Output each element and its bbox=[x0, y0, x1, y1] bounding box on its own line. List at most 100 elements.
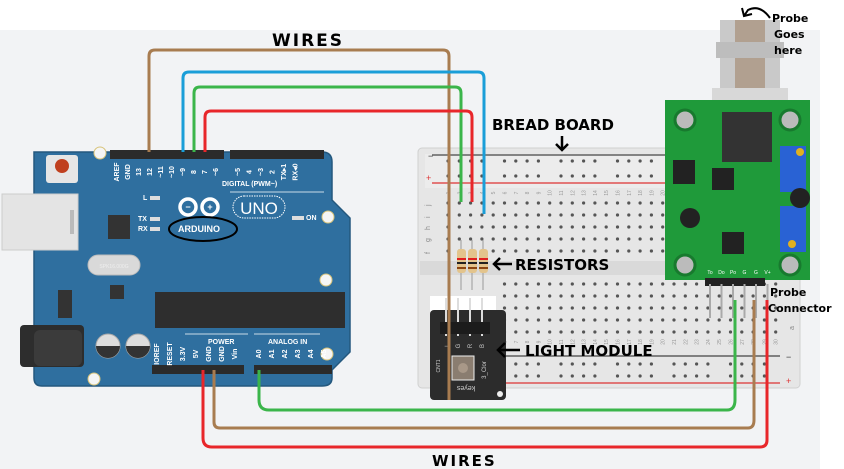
breadboard-hole bbox=[559, 237, 563, 241]
rail-hole bbox=[649, 174, 654, 178]
breadboard-hole bbox=[661, 225, 665, 229]
power-pin-label: GND bbox=[206, 346, 213, 362]
breadboard-hole bbox=[604, 318, 608, 322]
module-pin-b: B bbox=[480, 344, 486, 348]
pin11-wire bbox=[181, 70, 486, 214]
breadboard-hole bbox=[683, 294, 687, 298]
probe-pin-label: G bbox=[754, 270, 758, 276]
breadboard-hole bbox=[695, 306, 699, 310]
breadboard-hole bbox=[502, 237, 507, 241]
breadboard-hole bbox=[457, 225, 461, 229]
breadboard-hole bbox=[457, 237, 461, 241]
breadboard-hole bbox=[548, 213, 552, 217]
breadboard-hole bbox=[638, 237, 642, 241]
breadboard-hole bbox=[627, 306, 631, 310]
usb-chip bbox=[108, 215, 130, 239]
breadboard-row-labels: j i h g f a bbox=[425, 204, 796, 330]
rail-hole bbox=[638, 374, 642, 378]
resistors bbox=[457, 240, 488, 290]
breadboard-hole bbox=[615, 201, 620, 205]
breadboard-hole bbox=[514, 213, 518, 217]
row-label-h: h bbox=[425, 226, 432, 230]
breadboard-hole bbox=[672, 294, 676, 298]
breadboard-hole bbox=[548, 294, 552, 298]
rail-hole bbox=[615, 362, 620, 366]
uno-badge bbox=[232, 195, 286, 219]
breadboard-hole bbox=[638, 213, 642, 217]
module-pin-minus: − bbox=[444, 344, 448, 350]
breadboard-hole bbox=[525, 318, 529, 322]
power-label: POWER bbox=[208, 339, 234, 346]
uno-label: UNO bbox=[240, 199, 278, 218]
gnd-wire bbox=[147, 48, 451, 400]
column-label: 19 bbox=[649, 190, 655, 196]
breadboard-hole bbox=[525, 282, 529, 286]
on-led bbox=[321, 210, 335, 224]
rail-hole bbox=[627, 159, 631, 163]
wires-top-label: WIRES bbox=[272, 31, 344, 51]
rail-hole bbox=[649, 374, 654, 378]
breadboard-hole bbox=[548, 282, 552, 286]
breadboard-hole bbox=[615, 282, 620, 286]
mounting-hole bbox=[93, 146, 107, 160]
breadboard-hole bbox=[638, 330, 642, 334]
breadboard-hole bbox=[502, 294, 507, 298]
rail-hole bbox=[514, 374, 518, 378]
breadboard-hole bbox=[559, 225, 563, 229]
breadboard-hole bbox=[502, 282, 507, 286]
row-label-g: g bbox=[425, 238, 432, 242]
breadboard-hole bbox=[604, 294, 608, 298]
breadboard-hole bbox=[604, 249, 608, 253]
column-label: 12 bbox=[570, 190, 576, 196]
rail-hole bbox=[638, 159, 642, 163]
rail-hole bbox=[536, 159, 541, 163]
breadboard-hole bbox=[536, 249, 541, 253]
resistors-arrow-icon bbox=[492, 257, 512, 271]
probe-goes-here-line1: Probe bbox=[772, 12, 808, 25]
breadboard-hole bbox=[672, 330, 676, 334]
rail-hole bbox=[514, 362, 518, 366]
digital-pin-label: AREF bbox=[114, 162, 121, 182]
breadboard-hole bbox=[638, 225, 642, 229]
digital-pin-label: 8 bbox=[191, 170, 198, 174]
column-label: 30 bbox=[774, 339, 780, 345]
breadboard-hole bbox=[582, 213, 586, 217]
column-label: 17 bbox=[627, 190, 633, 196]
column-label: 18 bbox=[638, 339, 644, 345]
module-part: CNT1 bbox=[436, 359, 442, 372]
breadboard-hole bbox=[615, 237, 620, 241]
breadboard-hole bbox=[661, 306, 665, 310]
column-label: 24 bbox=[706, 339, 712, 345]
breadboard-hole bbox=[683, 318, 687, 322]
breadboard-hole bbox=[559, 318, 563, 322]
breadboard-hole bbox=[627, 213, 631, 217]
breadboard-hole bbox=[536, 330, 541, 334]
rail-hole bbox=[672, 362, 676, 366]
rail-hole bbox=[728, 362, 733, 366]
breadboard-hole bbox=[649, 213, 654, 217]
breadboard-hole bbox=[695, 282, 699, 286]
breadboard-hole bbox=[615, 318, 620, 322]
breadboard-hole bbox=[525, 237, 529, 241]
rail-hole bbox=[559, 374, 563, 378]
probe-pin-label: To bbox=[707, 270, 713, 276]
breadboard-hole bbox=[480, 237, 484, 241]
breadboard-hole bbox=[683, 330, 687, 334]
breadboard-hole bbox=[740, 330, 744, 334]
breadboard-hole bbox=[717, 294, 721, 298]
column-label: 7 bbox=[514, 340, 520, 343]
breadboard-hole bbox=[548, 330, 552, 334]
digital-pin-label: ~10 bbox=[169, 166, 176, 178]
breadboard-hole bbox=[525, 306, 529, 310]
breadboard-hole bbox=[683, 306, 687, 310]
digital-pin-label: 7 bbox=[202, 170, 209, 174]
column-label: 20 bbox=[661, 190, 667, 196]
power-pin-label: RESET bbox=[167, 342, 174, 366]
breadboard-hole bbox=[661, 213, 665, 217]
mounting-screw bbox=[673, 108, 697, 132]
breadboard-hole bbox=[649, 318, 654, 322]
breadboard-hole bbox=[502, 201, 507, 205]
column-label: 5 bbox=[491, 191, 497, 194]
column-label: 6 bbox=[503, 191, 509, 194]
